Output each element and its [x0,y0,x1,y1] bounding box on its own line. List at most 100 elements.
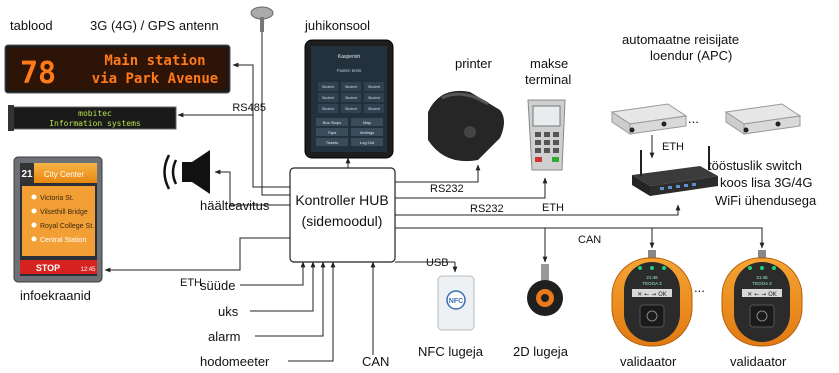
stop-name: Vilsethill Bridge [40,209,88,216]
rs232-printer-label: RS232 [430,183,464,195]
console-grid-cell[interactable] [341,93,361,102]
antenna-label: 3G (4G) / GPS antenn [90,18,219,33]
switch-label-2: koos lisa 3G/4G [720,175,813,190]
speaker-icon [163,150,210,194]
stop-name: Royal College St. [40,223,94,230]
console-button[interactable] [316,138,348,146]
console-grid-cell[interactable] [364,104,384,113]
console-grid-label: Student [368,96,380,100]
screen-stop-sign: STOP [36,263,60,273]
svg-text:✕ ← → OK: ✕ ← → OK [637,291,668,298]
console-grid-label: Student [345,85,357,89]
console-grid-cell[interactable] [318,93,338,102]
console-button-label: Settings [360,130,374,135]
odometer-label: hodomeeter [200,354,270,369]
payment-label-2: terminal [525,72,571,87]
stop-dot [31,208,37,214]
led-route-number: 78 [20,56,56,91]
led-bar-line2: Information systems [49,119,141,128]
rs485-label: RS485 [232,102,266,114]
console-grid-label: Student [345,107,357,111]
validator-1-line2: TEOOA 3 [642,281,662,286]
infoscreens-label: infoekraanid [20,288,91,303]
console-button-label: Trips [328,130,337,135]
usb-label: USB [426,257,449,269]
led-info-bar: mobitec Information systems [8,105,177,131]
console-grid-cell[interactable] [341,82,361,91]
console-grid-label: Student [322,96,334,100]
ignition-label: süüde [200,278,235,293]
stop-dot [31,222,37,228]
console-grid-label: Student [322,107,334,111]
validator-1-line1: 21:46 [646,275,658,280]
console-grid-cell[interactable] [341,104,361,113]
alarm-label: alarm [208,329,241,344]
eth-switch-label: ETH [542,202,564,214]
console-button-label: Bus Stops [323,120,341,125]
switch-label-3: WiFi ühendusega [715,193,817,208]
console-grid-label: Student [345,96,357,100]
console-button[interactable] [351,138,383,146]
console-grid-cell[interactable] [364,82,384,91]
stop-name: Central Station [40,237,86,244]
console-button[interactable] [316,128,348,136]
console-button-label: Log Out [360,140,375,145]
screen-header: City Center [44,170,84,179]
eth-apc-label: ETH [662,141,684,153]
validator-1: 21:46 TEOOA 3 ✕ ← → OK [611,250,693,347]
printer-label: printer [455,56,493,71]
nfc-label: NFC lugeja [418,344,484,359]
eth-screen-label: ETH [180,277,202,289]
payment-label-1: makse [530,56,568,71]
console-grid-label: Student [322,85,334,89]
hub-title: Kontroller HUB [295,192,388,208]
console-grid-cell[interactable] [364,93,384,102]
screen-time: 12:45 [80,267,96,273]
validator-2-label: validaator [730,354,787,369]
antenna-icon [250,6,274,32]
announce-label: häälteavitus [200,198,270,213]
validator-ellipsis: ... [694,280,705,295]
screen-route-number: 21 [21,169,33,180]
console-grid-cell[interactable] [318,82,338,91]
tablood-label: tablood [10,18,53,33]
can-validators-label: CAN [578,234,601,246]
console-button-label: Tickets [326,140,339,145]
console-screen-title: Kasperish [338,54,360,60]
console-button[interactable] [351,128,383,136]
console-button-label: Map [363,120,372,125]
info-screen: 21 City Center Victoria St.Vilsethill Br… [13,156,103,283]
apc-label-2: loendur (APC) [650,48,732,63]
nfc-reader-icon: NFC [437,275,475,331]
led-bar-line1: mobitec [78,109,112,118]
nfc-logo-text: NFC [449,298,463,305]
can-bottom-label: CAN [362,354,389,369]
apc-label-1: automaatne reisijate [622,32,739,47]
svg-text:✕ ← → OK: ✕ ← → OK [747,291,778,298]
console-grid-label: Student [368,85,380,89]
controller-hub: Kontroller HUB (sidemoodul) [289,167,396,263]
apc-ellipsis: ... [688,111,699,126]
rs232-terminal-label: RS232 [470,203,504,215]
hub-subtitle: (sidemoodul) [302,213,383,229]
console-grid-label: Student [368,107,380,111]
reader2d-label: 2D lugeja [513,344,569,359]
stop-dot [31,236,37,242]
console-label: juhikonsool [304,18,370,33]
console-button[interactable] [351,118,383,126]
validator-2-line2: TEOOA 3 [752,281,772,286]
validator-2-line1: 21:46 [756,275,768,280]
switch-label-1: tööstuslik switch [708,158,802,173]
apc-sensor-1 [610,103,688,135]
console-button[interactable] [316,118,348,126]
console-grid-cell[interactable] [318,104,338,113]
doors-label: uks [218,304,239,319]
printer-icon [428,90,504,162]
2d-reader-icon [527,264,563,316]
apc-sensor-2 [724,103,802,135]
